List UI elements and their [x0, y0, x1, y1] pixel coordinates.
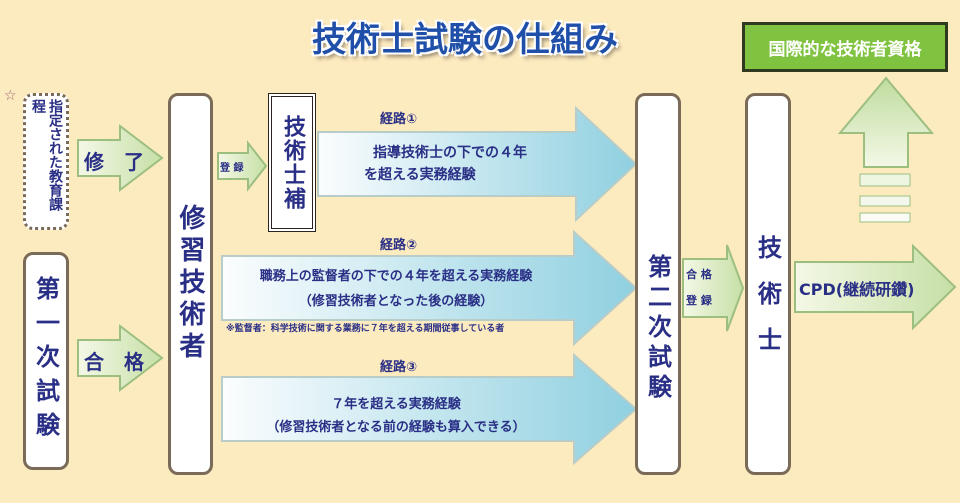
register-label: 登 録	[220, 163, 244, 174]
route2-line1: 職務上の監督者の下での４年を超える実務経験	[259, 269, 533, 284]
designated-course-box: 指定された教育課程	[23, 93, 69, 230]
cpd-arrow	[794, 243, 957, 331]
pass-arrow	[77, 323, 164, 393]
pass-register-arrow	[682, 244, 745, 332]
associate-engineer-label: 技術士補	[280, 114, 305, 211]
route3-label: 経路③	[380, 360, 418, 375]
route1-line2: を超える実務経験	[364, 167, 476, 183]
route1-label: 経路①	[380, 112, 418, 127]
route3-arrow	[221, 352, 638, 466]
engineer-box: 技術士	[745, 93, 791, 475]
completion-label: 修 了	[84, 150, 144, 174]
designated-course-label: 指定された教育課程	[30, 99, 63, 211]
engineer-label: 技術士	[753, 235, 782, 373]
route3-line2: （修習技術者となる前の経験も算入できる）	[266, 420, 526, 435]
route1-line1: 指導技術士の下での４年	[373, 145, 527, 161]
intl-qualification-label: 国際的な技術者資格	[768, 39, 922, 60]
first-exam-box: 第一次試験	[23, 252, 69, 470]
cpd-label: CPD(継続研鑽)	[799, 280, 915, 299]
star-icon: ☆	[4, 88, 17, 104]
trainee-box: 修習技術者	[168, 93, 213, 475]
intl-qualification-box: 国際的な技術者資格	[742, 22, 948, 72]
route1-arrow	[317, 105, 638, 223]
pass-label: 合 格	[84, 350, 144, 374]
completion-arrow	[77, 123, 164, 193]
route3-line1: ７年を超える実務経験	[331, 397, 461, 412]
page-title: 技術士試験の仕組み	[312, 20, 618, 60]
route2-line2: （修習技術者となった後の経験）	[298, 294, 494, 309]
pass-register-label-1: 合 格	[686, 268, 712, 281]
associate-engineer-box: 技術士補	[268, 93, 316, 232]
route2-arrow	[221, 229, 638, 347]
first-exam-label: 第一次試験	[31, 276, 60, 446]
pass-register-label-2: 登 録	[686, 294, 712, 307]
route2-label: 経路②	[380, 238, 418, 253]
up-arrow	[837, 76, 935, 223]
route2-note: ※監督者：科学技術に関する業務に７年を超える期間従事している者	[226, 324, 505, 334]
trainee-label: 修習技術者	[175, 204, 205, 364]
second-exam-box: 第二次試験	[635, 93, 681, 475]
second-exam-label: 第二次試験	[643, 254, 672, 404]
register-arrow	[217, 140, 268, 192]
